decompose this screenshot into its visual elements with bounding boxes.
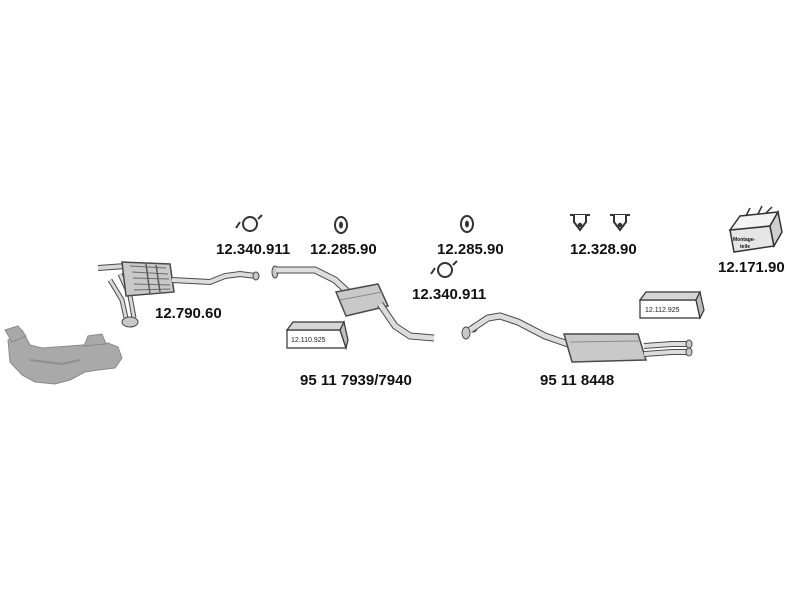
catalog-box-1: 12.110.925 (285, 320, 349, 351)
middle-silencer (271, 265, 435, 342)
sealing-ring-icon (334, 216, 348, 234)
part-number-middle-silencer: 95 11 7939/7940 (300, 372, 412, 389)
pipe-clamp-icon (235, 214, 263, 232)
exhaust-manifold (4, 325, 123, 385)
catalog-box-2-number: 12.112.925 (645, 307, 680, 314)
catalog-box-1-number: 12.110.925 (291, 337, 326, 344)
rubber-hanger-icon (570, 214, 590, 232)
rear-silencer (461, 312, 693, 363)
front-pipe-catalytic-converter (97, 261, 260, 328)
part-number-ring-2: 12.285.90 (437, 241, 504, 258)
catalog-box-2: 12.112.925 (638, 290, 705, 320)
kit-label-line-2: teile (740, 244, 750, 250)
part-number-rear-silencer: 95 11 8448 (540, 372, 614, 389)
kit-label-line-1: Montage- (733, 237, 756, 243)
part-number-clamp-1: 12.340.911 (216, 241, 290, 258)
part-number-front-cat: 12.790.60 (155, 305, 222, 322)
rubber-hanger-icon (610, 214, 630, 232)
part-number-hangers: 12.328.90 (570, 241, 637, 258)
part-number-clamp-2: 12.340.911 (412, 286, 486, 303)
pipe-clamp-icon (430, 260, 458, 278)
mounting-kit-icon: Montage- teile (728, 205, 783, 253)
sealing-ring-icon (460, 215, 474, 233)
part-number-kit: 12.171.90 (718, 259, 785, 276)
part-number-ring-1: 12.285.90 (310, 241, 377, 258)
